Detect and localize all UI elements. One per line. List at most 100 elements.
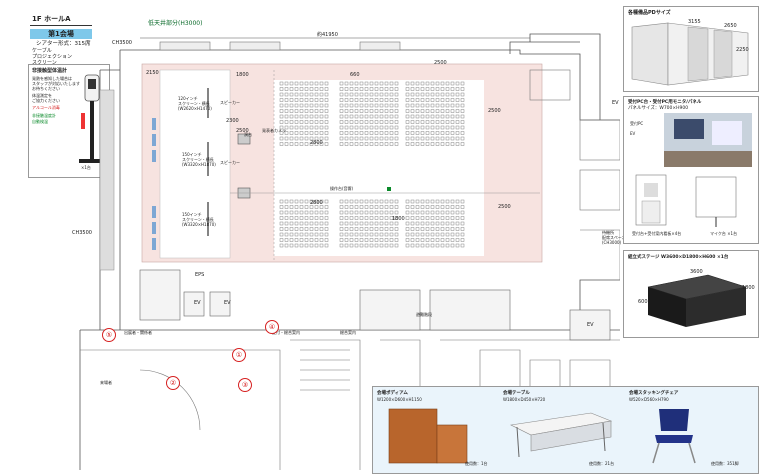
chair-seat <box>364 205 369 209</box>
chair-seat <box>435 131 440 135</box>
chair-seat <box>425 199 430 204</box>
reception-caption-left: 受付台+受付案内看板×4台 <box>632 231 682 236</box>
chair-seat <box>405 216 410 220</box>
chair-seat <box>410 103 415 108</box>
chair-seat <box>389 142 394 146</box>
chair-seat <box>324 136 329 141</box>
chair-seat <box>384 238 389 242</box>
chair-seat <box>314 92 319 97</box>
venue-badge: 第1会場 <box>30 29 92 39</box>
chair-seat <box>299 131 304 135</box>
chair-seat <box>430 243 435 248</box>
chair-seat <box>359 238 364 242</box>
chair-seat <box>450 131 455 135</box>
partition-panel: 各種備品PDサイズ 3155 2650 2250 <box>623 6 759 92</box>
chair-seat <box>389 131 394 135</box>
chair-seat <box>299 238 304 242</box>
legend-line1: ケーブル <box>32 48 52 54</box>
chair-seat <box>364 131 369 135</box>
chair-seat <box>455 136 460 141</box>
chair-seat <box>359 199 364 204</box>
chair-seat <box>294 120 299 124</box>
chair-seat <box>284 81 289 86</box>
chair-seat <box>309 87 314 91</box>
chair-seat <box>359 210 364 215</box>
thermo-line-3: 体温測定を <box>32 93 52 98</box>
chair-seat <box>279 216 284 220</box>
chair-seat <box>294 98 299 102</box>
chair-seat <box>430 98 435 102</box>
chair-seat <box>319 232 324 237</box>
chair-seat <box>314 232 319 237</box>
chair-seat <box>410 92 415 97</box>
chair-seat <box>344 142 349 146</box>
chair-seat <box>440 81 445 86</box>
chair-seat <box>374 136 379 141</box>
chair-seat <box>394 221 399 226</box>
chair-seat <box>374 142 379 146</box>
chair-seat <box>430 81 435 86</box>
chair-seat <box>304 109 309 113</box>
chair-seat <box>319 125 324 130</box>
chair-seat <box>435 142 440 146</box>
chair-seat <box>445 232 450 237</box>
stair-label: 避難階段 <box>416 312 432 317</box>
chair-seat <box>430 232 435 237</box>
chair-seat <box>379 205 384 209</box>
chair-seat <box>445 120 450 124</box>
chair-seat <box>435 238 440 242</box>
chair-seat <box>425 92 430 97</box>
chair-seat <box>379 142 384 146</box>
chair-seat <box>279 227 284 231</box>
chair-seat <box>374 221 379 226</box>
chair-seat <box>314 142 319 146</box>
chair-seat <box>420 114 425 119</box>
chair-seat <box>314 221 319 226</box>
ev-label-2: EV <box>224 300 231 306</box>
chair-seat <box>379 232 384 237</box>
chair-seat <box>349 232 354 237</box>
chair-seat <box>289 221 294 226</box>
chair-seat <box>405 205 410 209</box>
chair-seat <box>410 232 415 237</box>
furniture-item-podium: 会場ポディアム W1200×D600×H1150 使用数：1台 <box>377 391 499 469</box>
chair-seat <box>460 199 465 204</box>
chair-seat <box>309 120 314 124</box>
chair-seat <box>379 98 384 102</box>
chair-seat <box>349 131 354 135</box>
chair-seat <box>425 205 430 209</box>
partition-illustration <box>631 22 749 86</box>
chair-seat <box>435 81 440 86</box>
chair-seat <box>359 216 364 220</box>
chair-seat <box>460 210 465 215</box>
chair-seat <box>299 216 304 220</box>
chair-seat <box>460 232 465 237</box>
chair-seat <box>279 120 284 124</box>
chair-seat <box>339 205 344 209</box>
chair-seat <box>435 103 440 108</box>
chair-seat <box>289 136 294 141</box>
chair-seat <box>284 109 289 113</box>
chair-seat <box>445 205 450 209</box>
chair-seat <box>445 87 450 91</box>
chair-seat <box>344 103 349 108</box>
chair-size: W520×D560×H790 <box>629 397 669 402</box>
chair-seat <box>349 109 354 113</box>
chair-seat <box>279 142 284 146</box>
chair-seat <box>460 87 465 91</box>
chair-seat <box>460 216 465 220</box>
chair-seat <box>294 221 299 226</box>
chair-seat <box>384 199 389 204</box>
chair-seat <box>304 232 309 237</box>
chair-seat <box>430 216 435 220</box>
chair-seat <box>455 125 460 130</box>
chair-seat <box>299 81 304 86</box>
chair-seat <box>319 142 324 146</box>
chair-seat <box>354 109 359 113</box>
dim-9: 1800 <box>392 216 405 222</box>
chair-seat <box>460 142 465 146</box>
chair-seat <box>425 136 430 141</box>
chair-seat <box>440 120 445 124</box>
chair-seat <box>420 232 425 237</box>
table-name: 会場テーブル <box>503 391 530 396</box>
